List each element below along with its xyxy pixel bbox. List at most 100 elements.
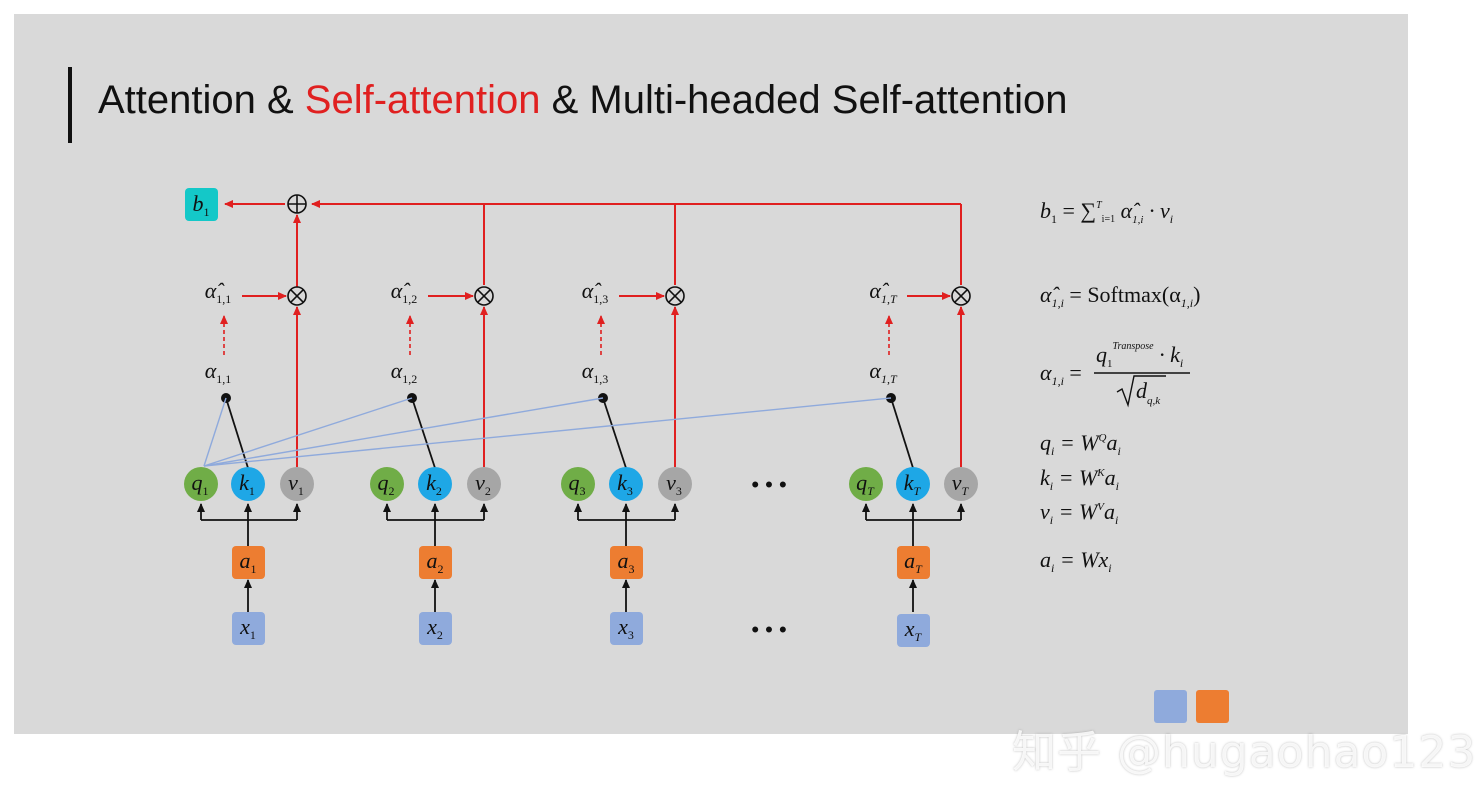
input-label-2-sub: 2 (437, 628, 443, 642)
equation-k-part-5: i (1116, 479, 1119, 493)
key-to-score-line-4 (890, 397, 914, 469)
key-node-2 (418, 467, 452, 501)
equation-alpha-denominator: dq,k (1136, 378, 1161, 407)
input-label-2: x2 (426, 614, 443, 642)
key-label-4-sub: T (914, 484, 922, 498)
query-label-1-base: q (192, 470, 203, 495)
query-label-4: qT (856, 470, 875, 498)
output-label-b1-base: b (193, 191, 204, 216)
equation-alpha-numerator-part-0: q (1096, 342, 1107, 367)
alpha-label-4: α1,T (869, 358, 898, 386)
equation-q: qi = WQai (1040, 430, 1121, 458)
equation-q-part-5: i (1117, 444, 1120, 458)
value-label-1-sub: 1 (298, 484, 304, 498)
equation-v-part-4: a (1104, 499, 1115, 524)
input-label-3: x3 (617, 614, 634, 642)
key-label-2-sub: 2 (436, 484, 442, 498)
equation-alpha-numerator: q1Transpose · ki (1096, 341, 1183, 370)
equation-alpha-hat: α̂1,i = Softmax(α1,i) (1040, 282, 1200, 310)
equation-k-part-4: a (1105, 465, 1116, 490)
alpha-label-1: α1,1 (205, 358, 232, 386)
embedding-node-1 (232, 546, 265, 579)
input-label-1-sub: 1 (250, 628, 256, 642)
alpha-hat-label-1-sub: 1,1 (216, 292, 231, 306)
equation-alpha-numerator-part-3: · k (1154, 342, 1182, 367)
alpha-label-2: α1,2 (391, 358, 418, 386)
embedding-label-2: a2 (427, 548, 444, 576)
query-label-3: q3 (569, 470, 586, 498)
key-label-3-base: k (617, 470, 628, 495)
embedding-label-1-base: a (240, 548, 251, 573)
value-label-4-base: v (952, 470, 962, 495)
key-node-3 (609, 467, 643, 501)
input-node-4 (897, 614, 930, 647)
title-part-3: & Multi-headed Self-attention (540, 78, 1068, 122)
embedding-label-2-base: a (427, 548, 438, 573)
input-node-3 (610, 612, 643, 645)
key-node-4 (896, 467, 930, 501)
embedding-node-2 (419, 546, 452, 579)
key-node-1 (231, 467, 265, 501)
watermark-square-blue (1154, 690, 1187, 723)
equation-v-part-2: = W (1053, 499, 1099, 524)
input-label-1-base: x (239, 614, 250, 639)
query-node-2 (370, 467, 404, 501)
query-label-2: q2 (378, 470, 395, 498)
input-label-3-sub: 3 (628, 628, 634, 642)
embedding-label-3: a3 (618, 548, 635, 576)
equation-q-part-4: a (1106, 430, 1117, 455)
output-label-b1: b1 (193, 191, 210, 219)
embedding-label-1-sub: 1 (251, 562, 257, 576)
equation-alpha-numerator-part-1: 1 (1107, 358, 1113, 370)
input-label-4: xT (904, 616, 923, 644)
alpha-label-2-base: α (391, 358, 403, 383)
multiply-node-x2-3 (668, 289, 682, 303)
equation-b-part-2: = (1057, 198, 1080, 223)
query-node-1 (184, 467, 218, 501)
equation-alpha-lhs: α1,i = (1040, 360, 1082, 388)
equation-b-part-1: 1 (1051, 212, 1057, 226)
multiply-node-2 (474, 286, 494, 306)
value-node-3 (658, 467, 692, 501)
query-to-score-line-1 (203, 397, 227, 467)
multiply-node-x2-1 (290, 289, 304, 303)
embedding-label-4-base: a (904, 548, 915, 573)
query-node-3 (561, 467, 595, 501)
input-label-2-base: x (426, 614, 437, 639)
input-label-4-sub: T (915, 630, 923, 644)
alpha-label-3-base: α (582, 358, 594, 383)
equation-a: ai = Wxi (1040, 547, 1112, 575)
alpha-hat-label-2-sub: 1,2 (402, 292, 417, 306)
alpha-hat-label-4-sub: 1,T (881, 292, 898, 306)
equation-alpha-hat-part-2: = Softmax(α (1064, 282, 1181, 307)
equation-a-part-0: a (1040, 547, 1051, 572)
query-label-3-base: q (569, 470, 580, 495)
multiply-node-4 (951, 286, 971, 306)
watermark-square-orange (1196, 690, 1229, 723)
embedding-label-4: aT (904, 548, 923, 576)
key-label-4: kT (904, 470, 922, 498)
equation-q-part-2: = W (1054, 430, 1100, 455)
key-label-1-base: k (239, 470, 250, 495)
value-label-1: v1 (288, 470, 304, 498)
alpha-label-2-sub: 1,2 (402, 372, 417, 386)
equation-alpha-hat-part-1: 1,i (1052, 296, 1064, 310)
value-label-4-sub: T (962, 484, 970, 498)
equation-k: ki = WKai (1040, 465, 1119, 493)
equation-b-part-4: T (1096, 200, 1103, 211)
input-label-1: x1 (239, 614, 256, 642)
equation-b-part-3: ∑ (1080, 198, 1096, 223)
equation-b: b1 = ∑Ti=1 α̂1,i · vi (1040, 198, 1173, 226)
query-label-1-sub: 1 (203, 484, 209, 498)
equation-alpha-lhs-part-0: α (1040, 360, 1052, 385)
equation-b-part-7: 1,i (1132, 214, 1143, 226)
equation-b-part-8: · v (1143, 198, 1170, 223)
input-label-4-base: x (904, 616, 915, 641)
slide-title: Attention & Self-attention & Multi-heade… (98, 78, 1067, 123)
alpha-label-4-sub: 1,T (881, 372, 898, 386)
value-label-2-base: v (475, 470, 485, 495)
value-label-4: vT (952, 470, 970, 498)
query-to-score-line-2 (203, 397, 413, 467)
query-to-score-line-4 (203, 397, 892, 467)
query-node-4 (849, 467, 883, 501)
